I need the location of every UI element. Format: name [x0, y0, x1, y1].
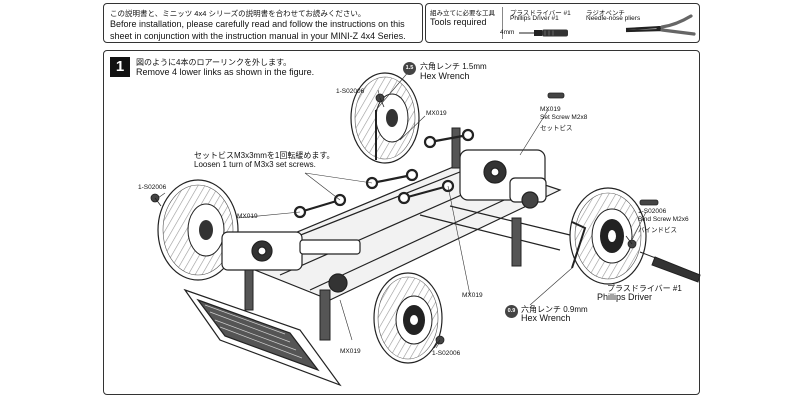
driver-label-en: Phillips Driver #1: [510, 15, 559, 22]
part-label-mx019-left: MX019: [237, 213, 258, 220]
notice-text-en-line1: Before installation, please carefully re…: [110, 19, 405, 29]
bind-screw-part-code: 1-S02006: [638, 208, 667, 215]
setscrew-part-name: Set Screw M2x8: [540, 114, 588, 121]
part-label-s02006-left: 1-S02006: [138, 184, 167, 191]
bind-screw-part-name-jp: バインドビス: [638, 227, 677, 234]
phillips-driver-label-jp: プラスドライバー #1: [607, 284, 682, 293]
rear-left-wheel: [350, 72, 420, 164]
hex-wrench-0-9-label-en: Hex Wrench: [521, 313, 571, 323]
hex-wrench-0-9-badge: 0.9: [505, 305, 518, 318]
notice-text-jp: この説明書と、ミニッツ 4x4 シリーズの説明書を合わせてお読みください。: [110, 9, 366, 18]
step-instruction-en: Remove 4 lower links as shown in the fig…: [136, 67, 315, 77]
tools-title-en: Tools required: [430, 17, 487, 27]
phillips-driver-icon: [519, 29, 568, 37]
needle-nose-pliers-icon: [625, 14, 696, 36]
setscrew-instruction-en: Loosen 1 turn of M3x3 set screws.: [194, 160, 316, 169]
part-label-s02006-bottom: 1-S02006: [432, 350, 461, 357]
hex-wrench-1-5-label-jp: 六角レンチ 1.5mm: [420, 62, 487, 71]
setscrew-part-code: MX019: [540, 106, 561, 113]
tool-illustrations: [519, 14, 696, 37]
pliers-label-jp: ラジオペンチ: [586, 10, 625, 17]
part-label-mx019-center: MX019: [462, 292, 483, 299]
front-left-wheel: [157, 179, 239, 281]
leader-lines: [157, 69, 647, 349]
phillips-driver-figure: [639, 251, 701, 283]
front-axle: [221, 231, 361, 293]
tools-divider: [502, 7, 503, 39]
step-instruction-jp: 図のように4本のロアーリンクを外します。: [136, 58, 292, 67]
driver-size-label: 4mm: [500, 29, 515, 36]
instructions-notice-box: この説明書と、ミニッツ 4x4 シリーズの説明書を合わせてお読みください。 Be…: [103, 3, 423, 43]
part-label-mx019-bottom: MX019: [340, 348, 361, 355]
bind-screw-part-name: Bind Screw M2x6: [638, 216, 689, 223]
phillips-driver-label-en: Phillips Driver: [597, 292, 653, 302]
setscrew-part-name-jp: セットビス: [540, 125, 573, 132]
pliers-label-en: Needle-nose pliers: [586, 15, 641, 22]
step-number-badge: 1: [110, 57, 130, 77]
rear-right-wheel: [569, 187, 647, 285]
driver-label-jp: プラスドライバー #1: [510, 10, 571, 17]
part-label-s02006-top: 1-S02006: [336, 88, 365, 95]
hex-wrench-1-5-label-en: Hex Wrench: [420, 71, 470, 81]
shock-absorbers: [244, 127, 522, 341]
tools-required-box: 組み立てに必要な工具 Tools required プラスドライバー #1 Ph…: [425, 3, 700, 43]
hex-wrench-tool: [375, 110, 587, 269]
tools-title-jp: 組み立てに必要な工具: [430, 10, 495, 17]
front-right-wheel: [373, 272, 443, 364]
part-label-mx019-top: MX019: [426, 110, 447, 117]
setscrew-instruction-jp: セットビスM3x3mmを1回転緩めます。: [194, 151, 335, 160]
notice-text-en-line2: sheet in conjunction with the instructio…: [110, 31, 406, 41]
front-bumper: [183, 288, 342, 387]
hex-wrench-0-9-label-jp: 六角レンチ 0.9mm: [521, 305, 588, 314]
hex-wrench-1-5-badge: 1.5: [403, 62, 416, 75]
rear-axle: [459, 149, 547, 209]
